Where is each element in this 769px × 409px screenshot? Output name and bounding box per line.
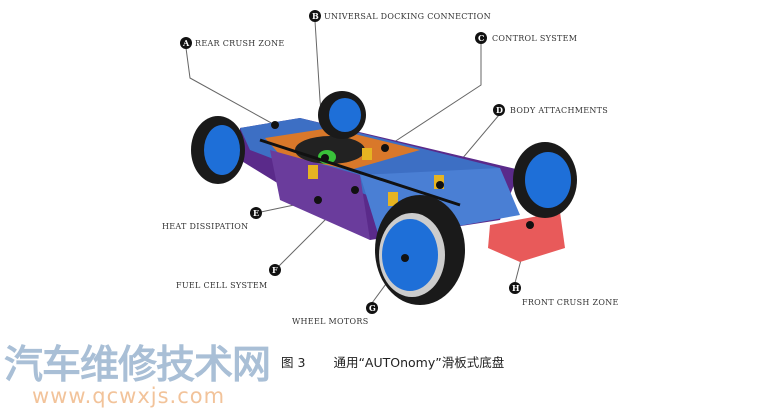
svg-text:CONTROL SYSTEM: CONTROL SYSTEM [492, 34, 577, 43]
svg-text:FRONT CRUSH ZONE: FRONT CRUSH ZONE [522, 298, 619, 307]
callout-B: B UNIVERSAL DOCKING CONNECTION [309, 10, 491, 22]
svg-text:G: G [369, 303, 376, 313]
figure-number: 图 3 [281, 355, 306, 370]
svg-text:REAR CRUSH ZONE: REAR CRUSH ZONE [195, 39, 285, 48]
leader-lines [185, 20, 531, 304]
figure-title: 通用“AUTOnomy”滑板式底盘 [333, 355, 505, 370]
svg-text:E: E [253, 208, 259, 218]
svg-text:BODY ATTACHMENTS: BODY ATTACHMENTS [510, 106, 608, 115]
watermark-name: 汽车维修技术网 [4, 343, 271, 388]
svg-text:H: H [512, 283, 520, 293]
wheels [191, 91, 577, 305]
svg-text:F: F [272, 265, 278, 275]
svg-text:FUEL CELL SYSTEM: FUEL CELL SYSTEM [176, 281, 268, 290]
svg-text:HEAT DISSIPATION: HEAT DISSIPATION [162, 222, 248, 231]
callout-F: F FUEL CELL SYSTEM [176, 264, 281, 290]
callout-E: E HEAT DISSIPATION [162, 207, 262, 231]
svg-text:UNIVERSAL DOCKING CONNECTION: UNIVERSAL DOCKING CONNECTION [324, 12, 491, 21]
svg-text:A: A [182, 38, 190, 48]
callout-A: A REAR CRUSH ZONE [180, 37, 285, 49]
svg-text:B: B [312, 11, 319, 21]
callout-D: D BODY ATTACHMENTS [493, 104, 608, 116]
callout-C: C CONTROL SYSTEM [475, 32, 577, 44]
inline-markers [271, 121, 534, 262]
watermark-url: www.qcwxjs.com [32, 384, 226, 408]
svg-text:D: D [496, 105, 503, 115]
svg-text:WHEEL MOTORS: WHEEL MOTORS [292, 317, 368, 326]
figure-caption: 图 3 通用“AUTOnomy”滑板式底盘 [281, 352, 504, 371]
svg-text:C: C [478, 33, 484, 43]
